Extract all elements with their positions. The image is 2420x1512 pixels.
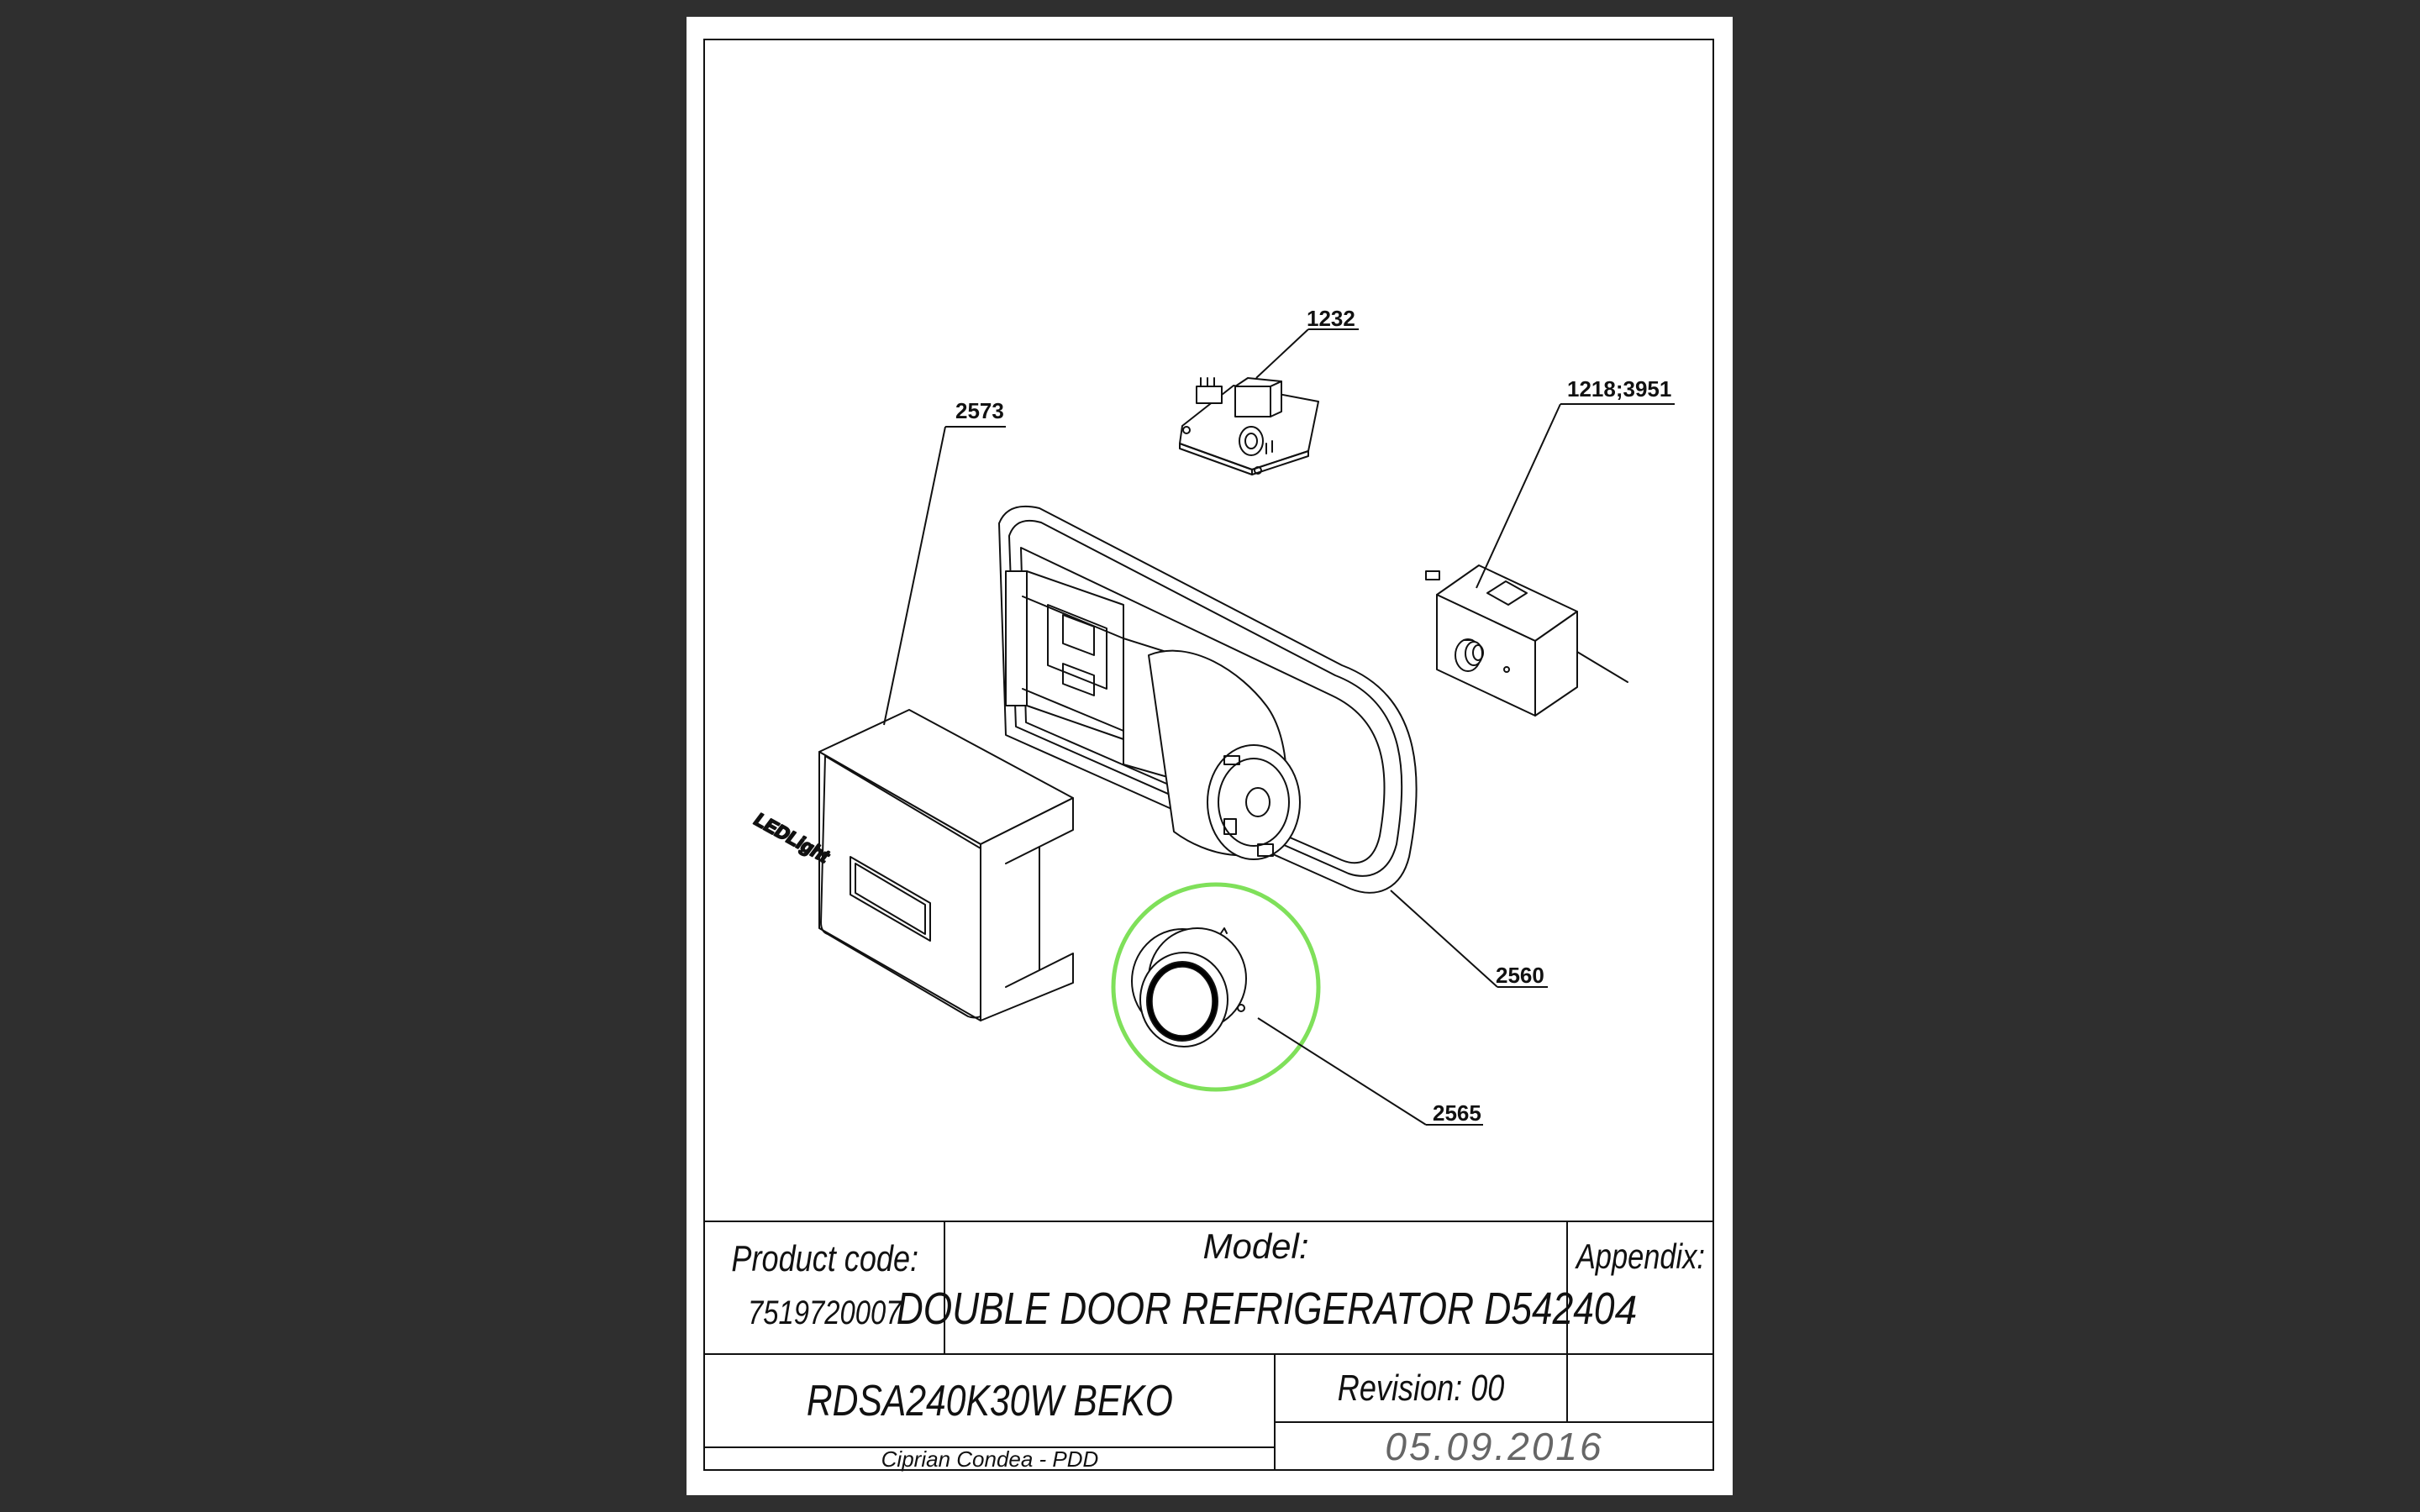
model-label-cell: Model:: [944, 1223, 1567, 1270]
author: Ciprian Condea - PDD: [881, 1446, 1099, 1472]
model-name: DOUBLE DOOR REFRIGERATOR D54240: [897, 1284, 1615, 1334]
front-cover-part: [818, 709, 1074, 1021]
product-code-label: Product code:: [731, 1238, 918, 1279]
drawing-frame: [703, 39, 1714, 1471]
drawing-sheet: LEDLight: [687, 17, 1733, 1495]
exploded-view-drawing: LEDLight: [703, 306, 1714, 1471]
appendix-label-cell: Appendix:: [1567, 1226, 1714, 1287]
model-cell: DOUBLE DOOR REFRIGERATOR D54240: [897, 1273, 1615, 1344]
callout-2560: 2560: [1496, 963, 1544, 988]
revision-cell: Revision: 00: [1275, 1356, 1567, 1421]
control-board-part: [1179, 377, 1319, 475]
author-cell: Ciprian Condea - PDD: [705, 1446, 1275, 1472]
date-cell: 05.09.2016: [1275, 1424, 1714, 1469]
highlight-circle: [1111, 882, 1321, 1092]
revision: Revision: 00: [1337, 1368, 1505, 1409]
product-code-cell: 7519720007: [705, 1284, 944, 1342]
thermostat-part: [1425, 564, 1628, 717]
callout-2565: 2565: [1433, 1100, 1481, 1126]
control-knob-part: [1131, 927, 1247, 1047]
appendix-cell: 4: [1567, 1281, 1685, 1340]
callout-1218-3951: 1218;3951: [1567, 376, 1671, 402]
appendix-label: Appendix:: [1576, 1236, 1706, 1276]
date: 05.09.2016: [1385, 1425, 1604, 1468]
callout-1232: 1232: [1307, 306, 1355, 331]
product-code-label-cell: Product code:: [705, 1226, 944, 1292]
callout-2573: 2573: [955, 398, 1004, 423]
model-label: Model:: [1202, 1226, 1309, 1266]
product-code: 7519720007: [748, 1294, 902, 1331]
appendix-number: 4: [1614, 1288, 1638, 1333]
lamp-housing-part: [998, 505, 1418, 894]
model-code: RDSA240K30W BEKO: [806, 1377, 1174, 1425]
model-code-cell: RDSA240K30W BEKO: [705, 1356, 1275, 1446]
